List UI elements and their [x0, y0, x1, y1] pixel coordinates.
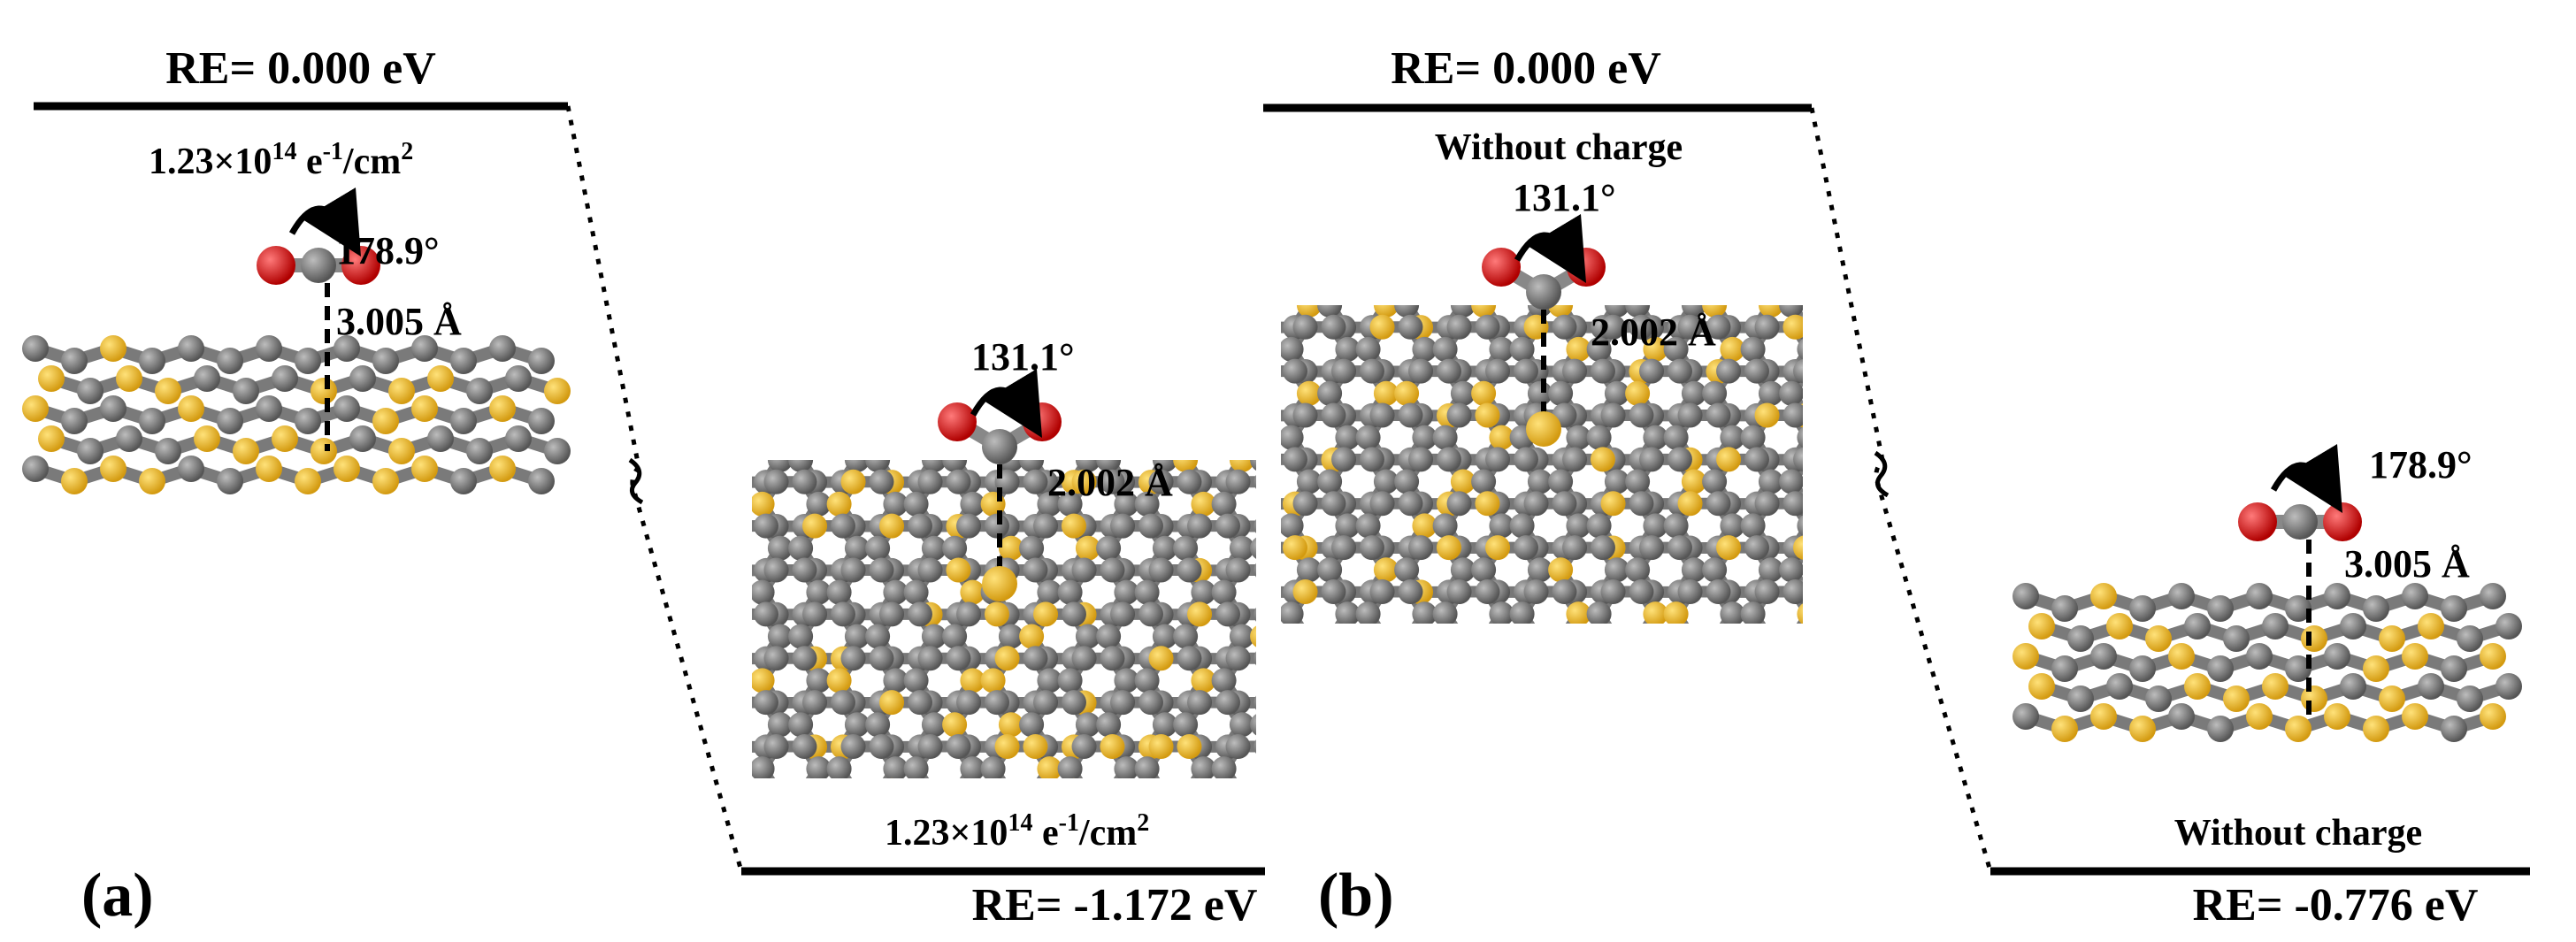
slab-a-final — [752, 368, 1256, 778]
carbon-atom — [301, 248, 336, 283]
angle-arrow-icon — [288, 187, 362, 257]
carbon-atom — [1526, 274, 1561, 310]
angle-a-final: 131.1° — [971, 335, 1075, 379]
condition-b-final: Without charge — [2174, 813, 2422, 854]
panel-b: RE= 0.000 eV RE= -0.776 eV (b) Without c… — [1263, 43, 2530, 931]
condition-a-final: 1.23×1014 e-1/cm2 — [885, 809, 1149, 854]
energy-b-bottom: RE= -0.776 eV — [2193, 880, 2479, 931]
distance-b-final: 3.005 Å — [2344, 542, 2470, 586]
oxygen-atom — [938, 402, 977, 441]
angle-b-initial: 131.1° — [1513, 176, 1616, 219]
carbon-atom — [2282, 504, 2318, 540]
axis-break-a — [628, 457, 644, 505]
slab-b-final — [2012, 443, 2522, 742]
angle-arrow-icon — [2270, 443, 2343, 514]
oxygen-atom — [1482, 248, 1521, 287]
panel-a: RE= 0.000 eV RE= -1.172 eV (a) 1.23×1014… — [22, 43, 1265, 931]
angle-b-final: 178.9° — [2369, 443, 2472, 486]
angle-arrow-icon — [1514, 213, 1587, 284]
panel-label-a: (a) — [81, 862, 154, 930]
slab-a-initial — [22, 187, 571, 494]
oxygen-atom — [1567, 248, 1606, 287]
angle-arrow-icon — [970, 368, 1043, 439]
energy-a-bottom: RE= -1.172 eV — [972, 880, 1258, 931]
condition-b-initial: Without charge — [1435, 127, 1683, 168]
axis-break-b — [1874, 450, 1890, 498]
connector-a — [565, 105, 744, 872]
oxygen-atom — [1023, 402, 1062, 441]
energy-a-top: RE= 0.000 eV — [165, 43, 436, 94]
energy-b-top: RE= 0.000 eV — [1391, 43, 1661, 94]
distance-a-initial: 3.005 Å — [336, 300, 462, 343]
distance-a-final: 2.002 Å — [1047, 461, 1173, 504]
distance-b-initial: 2.002 Å — [1591, 310, 1716, 354]
angle-a-initial: 178.9° — [336, 229, 440, 272]
oxygen-atom — [257, 246, 295, 285]
connector-b — [1809, 107, 1993, 872]
slab-b-initial — [1281, 213, 1803, 624]
carbon-atom — [982, 429, 1017, 464]
oxygen-atom — [2323, 502, 2362, 541]
oxygen-atom — [2238, 502, 2277, 541]
panel-label-b: (b) — [1318, 862, 1394, 930]
condition-a-initial: 1.23×1014 e-1/cm2 — [149, 138, 413, 182]
